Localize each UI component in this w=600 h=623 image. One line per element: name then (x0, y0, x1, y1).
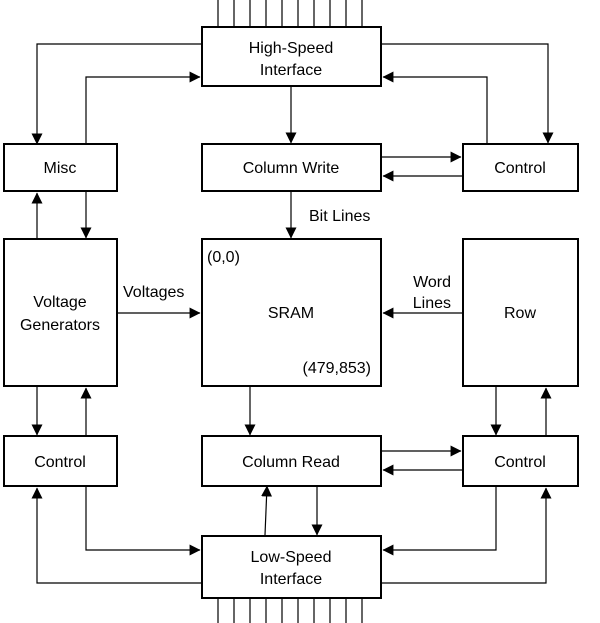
wire-control-left-to-lsi (85, 486, 201, 556)
voltage-generators-label-2: Generators (20, 317, 100, 334)
control-bottom-right-block: Control (462, 435, 579, 487)
word-lines-label-2: Lines (413, 295, 451, 312)
control-bottom-left-label: Control (34, 454, 86, 471)
voltages-label: Voltages (123, 284, 184, 301)
control-top-right-label: Control (494, 160, 546, 177)
misc-label: Misc (44, 160, 77, 177)
high-speed-interface-label-2: Interface (260, 62, 322, 79)
wire-control-top-to-hsi (382, 71, 488, 143)
wire-lsi-to-column-read (261, 485, 273, 536)
wire-lsi-to-control-right (381, 487, 552, 584)
column-write-block: Column Write (201, 143, 382, 192)
wire-hsi-to-misc (31, 43, 202, 145)
low-speed-interface-label-1: Low-Speed (251, 549, 332, 566)
column-read-label: Column Read (242, 454, 340, 471)
sram-label: SRAM (268, 305, 314, 322)
row-block: Row (462, 238, 579, 387)
misc-block: Misc (3, 143, 118, 192)
column-write-label: Column Write (243, 160, 340, 177)
low-speed-interface-label-2: Interface (260, 571, 322, 588)
high-speed-interface-label-1: High-Speed (249, 40, 334, 57)
control-top-right-block: Control (462, 143, 579, 192)
high-speed-interface-block: High-Speed Interface (201, 26, 382, 87)
sram-block: (0,0) SRAM (479,853) (201, 238, 382, 387)
wire-hsi-to-control-top (381, 43, 554, 144)
sram-extent-coordinate: (479,853) (303, 360, 372, 377)
bottom-io-pins (217, 598, 363, 623)
control-bottom-right-label: Control (494, 454, 546, 471)
connections (31, 43, 554, 584)
bit-lines-label: Bit Lines (309, 208, 370, 225)
wire-lsi-to-control-left (31, 487, 202, 584)
word-lines-label-1: Word (413, 274, 451, 291)
sram-origin-coordinate: (0,0) (207, 249, 240, 266)
voltage-generators-block: Voltage Generators (3, 238, 118, 387)
wire-misc-to-hsi (85, 71, 201, 144)
wire-control-right-to-lsi (382, 486, 497, 556)
voltage-generators-label-1: Voltage (33, 294, 86, 311)
column-read-block: Column Read (201, 435, 382, 487)
row-label: Row (504, 305, 536, 322)
low-speed-interface-block: Low-Speed Interface (201, 535, 382, 599)
top-io-pins (217, 0, 363, 27)
control-bottom-left-block: Control (3, 435, 118, 487)
